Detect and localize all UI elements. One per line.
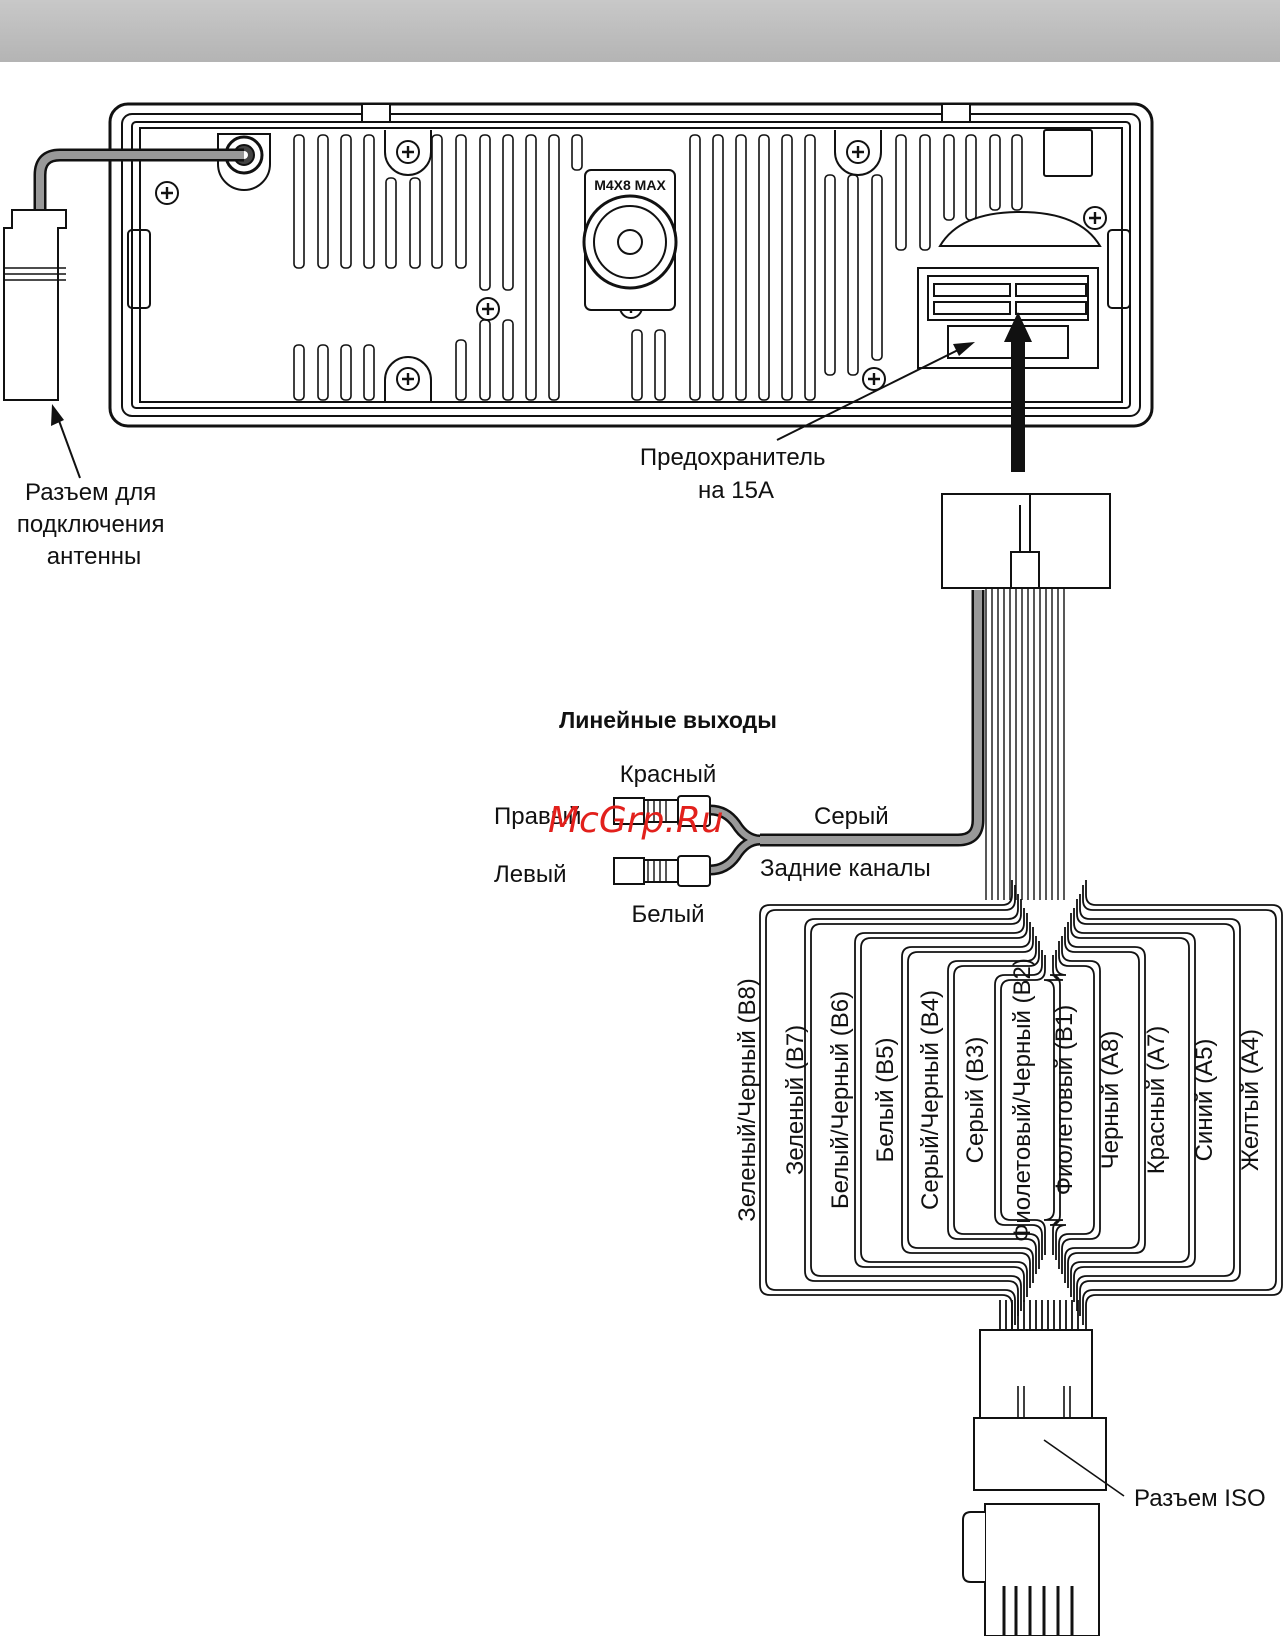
white-label: Белый <box>632 901 705 928</box>
wire-label: Белый/Черный (В6) <box>827 991 854 1209</box>
fuse-pointer <box>776 342 975 441</box>
wire-labels: Зеленый/Черный (В8) Зеленый (В7) Белый/Чер… <box>734 958 1264 1242</box>
line-output-cable <box>709 590 985 876</box>
antenna-label: Разъем для подключения антенны <box>17 479 171 570</box>
screw-marking-label: M4X8 MAX <box>594 177 666 193</box>
wire-label: Зеленый/Черный (В8) <box>734 978 761 1222</box>
antenna-cable <box>3 148 244 401</box>
gray-label: Серый <box>814 803 889 830</box>
harness-connector <box>941 493 1111 589</box>
screw-icon <box>155 181 179 205</box>
wire-label: Серый/Черный (В4) <box>917 990 944 1210</box>
wire-label: Синий (А5) <box>1191 1039 1218 1162</box>
red-label: Красный <box>620 761 717 788</box>
wire-label: Красный (А7) <box>1143 1026 1170 1175</box>
connector-direction-arrow <box>1004 312 1032 472</box>
right-label: Правый <box>494 803 581 830</box>
fuse-label: Предохранитель на 15А <box>640 444 832 504</box>
wire-label: Фиолетовый (В1) <box>1051 1005 1078 1196</box>
antenna-socket <box>217 133 271 191</box>
iso-connector <box>962 1329 1107 1636</box>
screw-icon <box>1083 206 1107 230</box>
screw-icon <box>476 297 500 321</box>
wire-label: Серый (В3) <box>962 1037 989 1164</box>
wire-label: Фиолетовый/Черный (В2) <box>1009 958 1036 1242</box>
center-hub <box>582 169 678 311</box>
rca-plug-left <box>613 855 711 887</box>
watermark-text: McGrp.Ru <box>548 800 724 841</box>
line-outputs-title: Линейные выходы <box>559 707 777 733</box>
heatsink-fins <box>293 134 1023 401</box>
wire-loops <box>759 880 1283 1330</box>
iso-label: Разъем ISO <box>1134 1485 1266 1512</box>
screw-icon <box>396 367 420 391</box>
wire-bundle-upper <box>985 588 1065 900</box>
wire-label: Черный (А8) <box>1097 1031 1124 1170</box>
rca-plug-right <box>613 795 711 827</box>
wire-label: Зеленый (В7) <box>782 1025 809 1175</box>
main-connector-socket <box>917 129 1102 369</box>
head-unit-rear-panel <box>108 102 1154 428</box>
page-header-bar <box>0 0 1280 62</box>
rear-channels-label: Задние каналы <box>760 855 931 882</box>
iso-pointer <box>1043 1439 1125 1497</box>
screw-icon <box>862 367 886 391</box>
screw-icon <box>396 140 420 164</box>
left-label: Левый <box>494 861 567 888</box>
wire-label: Желтый (А4) <box>1237 1029 1264 1171</box>
wire-label: Белый (В5) <box>872 1038 899 1163</box>
screw-icon <box>846 140 870 164</box>
antenna-arrow <box>51 404 81 479</box>
